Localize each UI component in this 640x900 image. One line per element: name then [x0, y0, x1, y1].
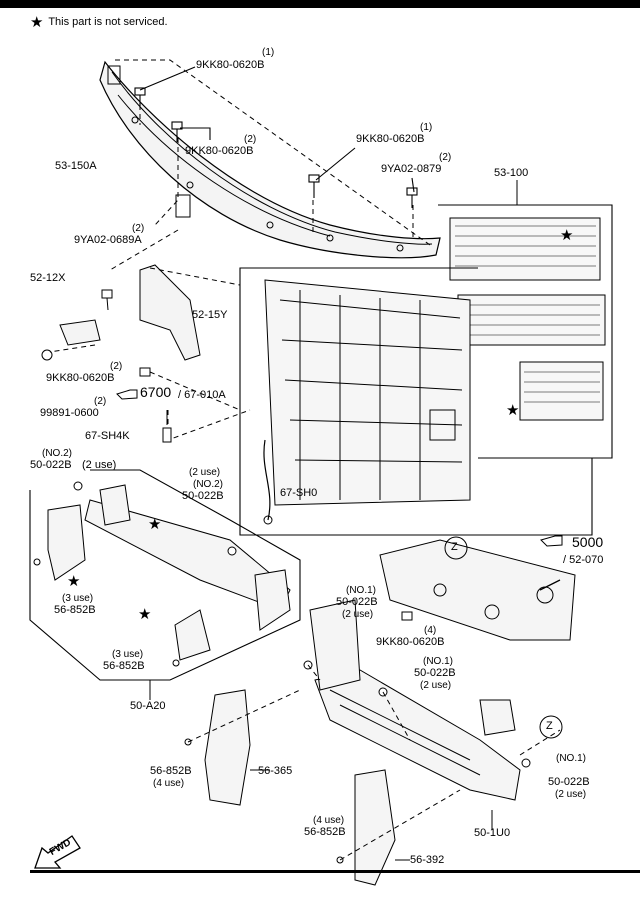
part-number-bolt: 9KK80-0620B	[185, 145, 254, 157]
part-use: (2 use)	[189, 467, 221, 478]
legend-text: This part is not serviced.	[48, 16, 168, 28]
star-icon: ★	[30, 14, 44, 31]
reference-group: 6700	[140, 384, 172, 400]
part-number-bracket-left: 52-12X	[30, 272, 66, 284]
fwd-arrow-icon	[34, 835, 81, 869]
part-note: (NO.1)	[556, 753, 586, 764]
part-number-screw: 56-852B	[54, 604, 96, 616]
part-note: (NO.2)	[42, 448, 72, 459]
part-note: (NO.1)	[423, 656, 453, 667]
part-number-bolt: 9KK80-0620B	[196, 59, 265, 71]
part-number-screw: 56-852B	[150, 765, 192, 777]
part-qty: (2)	[244, 134, 257, 145]
star-icon: ★	[506, 402, 520, 419]
legend-note: ★ This part is not serviced.	[30, 13, 168, 31]
part-use: (2 use)	[555, 789, 587, 800]
zone-marker: Z	[546, 720, 553, 732]
part-qty: (4)	[424, 625, 437, 636]
part-number-shutter: 53-100	[494, 167, 529, 179]
part-use: (3 use)	[112, 649, 144, 660]
part-number-screw: 56-852B	[304, 826, 346, 838]
brackets-left-drawing	[41, 264, 201, 377]
part-note: (NO.1)	[346, 585, 376, 596]
lower-member-drawing	[309, 599, 521, 801]
deflector-bottom-drawing	[354, 769, 396, 886]
part-qty: (2)	[94, 396, 107, 407]
part-use: (2 use)	[82, 459, 117, 471]
radiator-support-frame-drawing	[264, 279, 471, 506]
part-qty: (2)	[110, 361, 123, 372]
part-number-nut: 99891-0600	[40, 407, 99, 419]
star-icon: ★	[148, 516, 162, 533]
part-number-bracket-right: 52-15Y	[192, 309, 228, 321]
part-number-deflector-bottom: 56-392	[410, 854, 445, 866]
part-number-upper-member: 53-150A	[55, 160, 97, 172]
part-number-bolt: 9KK80-0620B	[376, 636, 445, 648]
part-number-clip: 50-022B	[30, 459, 72, 471]
part-number-bolt: 9KK80-0620B	[356, 133, 425, 145]
part-number-clip: 50-022B	[336, 596, 378, 608]
deflector-assembly-drawing	[47, 484, 291, 661]
reference-group: 5000	[572, 534, 604, 550]
part-number-sensor: 67-SH4K	[85, 430, 130, 442]
part-use: (4 use)	[153, 778, 185, 789]
reference-fig: / 67-010A	[178, 389, 226, 401]
part-use: (4 use)	[313, 815, 345, 826]
bolts-top	[134, 66, 418, 208]
part-number-deflector-assembly: 50-A20	[130, 700, 166, 712]
zone-marker: Z	[451, 541, 458, 553]
bumper-reinforcement-drawing	[379, 539, 576, 641]
part-number-bolt: 9YA02-0689A	[74, 234, 142, 246]
part-qty: (1)	[420, 122, 433, 133]
shutter-drawing	[449, 217, 606, 421]
part-qty: (2)	[439, 152, 452, 163]
part-qty: (1)	[262, 47, 275, 58]
part-number-deflector-left: 56-365	[258, 765, 293, 777]
part-number-clip: 50-022B	[414, 667, 456, 679]
upper-member-drawing	[99, 60, 441, 259]
part-number-lower-member: 50-1U0	[474, 827, 511, 839]
part-number-clip: 50-022B	[182, 490, 224, 502]
part-number-clip: 50-022B	[548, 776, 590, 788]
part-note: (NO.2)	[193, 479, 223, 490]
reference-fig: / 52-070	[563, 554, 604, 566]
part-number-harness: 67-SH0	[280, 487, 318, 499]
deflector-left-drawing	[204, 689, 251, 806]
top-rule	[0, 0, 640, 8]
part-number-screw: 56-852B	[103, 660, 145, 672]
pointing-hand-icon	[116, 389, 563, 547]
star-icon: ★	[138, 606, 152, 623]
part-number-bolt: 9YA02-0879	[381, 163, 442, 175]
part-qty: (2)	[132, 223, 145, 234]
part-use: (2 use)	[420, 680, 452, 691]
part-use: (3 use)	[62, 593, 94, 604]
star-icon: ★	[560, 227, 574, 244]
part-number-bolt: 9KK80-0620B	[46, 372, 115, 384]
bottom-rule	[30, 870, 640, 873]
part-use: (2 use)	[342, 609, 374, 620]
star-icon: ★	[67, 573, 81, 590]
